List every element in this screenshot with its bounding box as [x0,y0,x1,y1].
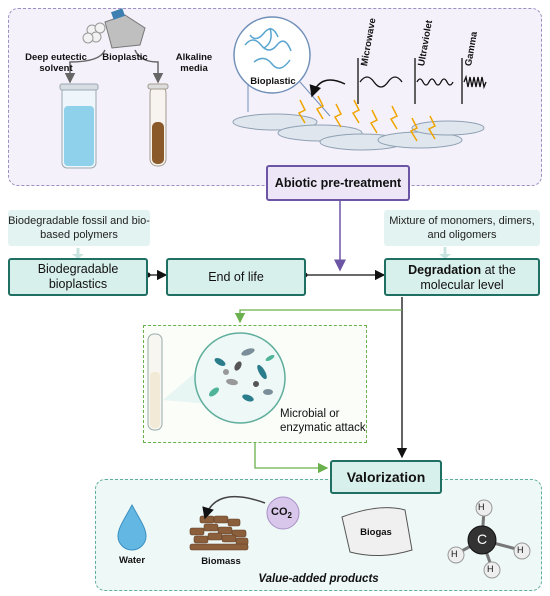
water-drop-icon [117,503,147,551]
co2-bubble-icon [266,496,300,530]
petri-dishes-icon [232,113,485,151]
biogas-icon [341,507,413,556]
label-bioplastic-zoom: Bioplastic [250,76,296,87]
microbes-zoom-icon [194,332,286,424]
co2-label: CO2 [271,506,292,520]
note-polymers: Biodegradable fossil and bio-based polym… [8,210,150,246]
degradation-rest: at the molecular level [420,263,516,292]
label-biomass: Biomass [201,556,241,567]
hydrogen-left: H [451,549,458,559]
co2-main: CO [271,506,288,518]
methane-molecule-icon [447,499,531,579]
biomass-pellets-icon [189,515,249,551]
label-water: Water [118,555,146,566]
products-panel [95,479,542,591]
value-added-products-caption: Value-added products [258,573,379,585]
label-biogas: Biogas [360,527,392,538]
carbon-label: C [477,531,488,547]
bioplastic-pile-icon [82,8,146,49]
degradation-bold: Degradation [408,263,482,277]
alkaline-tube-icon [147,83,169,167]
label-deep-eutectic-solvent: Deep eutectic solvent [25,52,87,74]
microbial-attack-label: Microbial or enzymatic attack [280,408,366,434]
hydrogen-bottom: H [487,564,494,574]
radiation-bolts-icon [297,95,437,142]
label-alkaline-media: Alkaline media [175,52,213,74]
co2-to-biomass-arrow [202,495,266,520]
bioplastic-zoom-icon [233,16,331,117]
deep-eutectic-tube-icon [59,83,99,169]
hydrogen-right: H [517,545,524,555]
to-microbial-arrow [234,309,402,324]
note-mixture: Mixture of monomers, dimers, and oligome… [384,210,540,246]
hydrogen-top: H [478,502,485,512]
biodegradable-bioplastics-box: Biodegradable bioplastics [8,258,148,296]
end-of-life-box: End of life [166,258,306,296]
degradation-box: Degradation at the molecular level [384,258,540,296]
abiotic-pretreatment-box: Abiotic pre-treatment [266,165,410,201]
label-bioplastic: Bioplastic [102,52,148,63]
radiation-waves-icon [357,58,487,104]
valorization-box: Valorization [330,460,442,494]
microbial-to-valorization-arrow [254,443,329,474]
co2-sub: 2 [287,511,292,521]
